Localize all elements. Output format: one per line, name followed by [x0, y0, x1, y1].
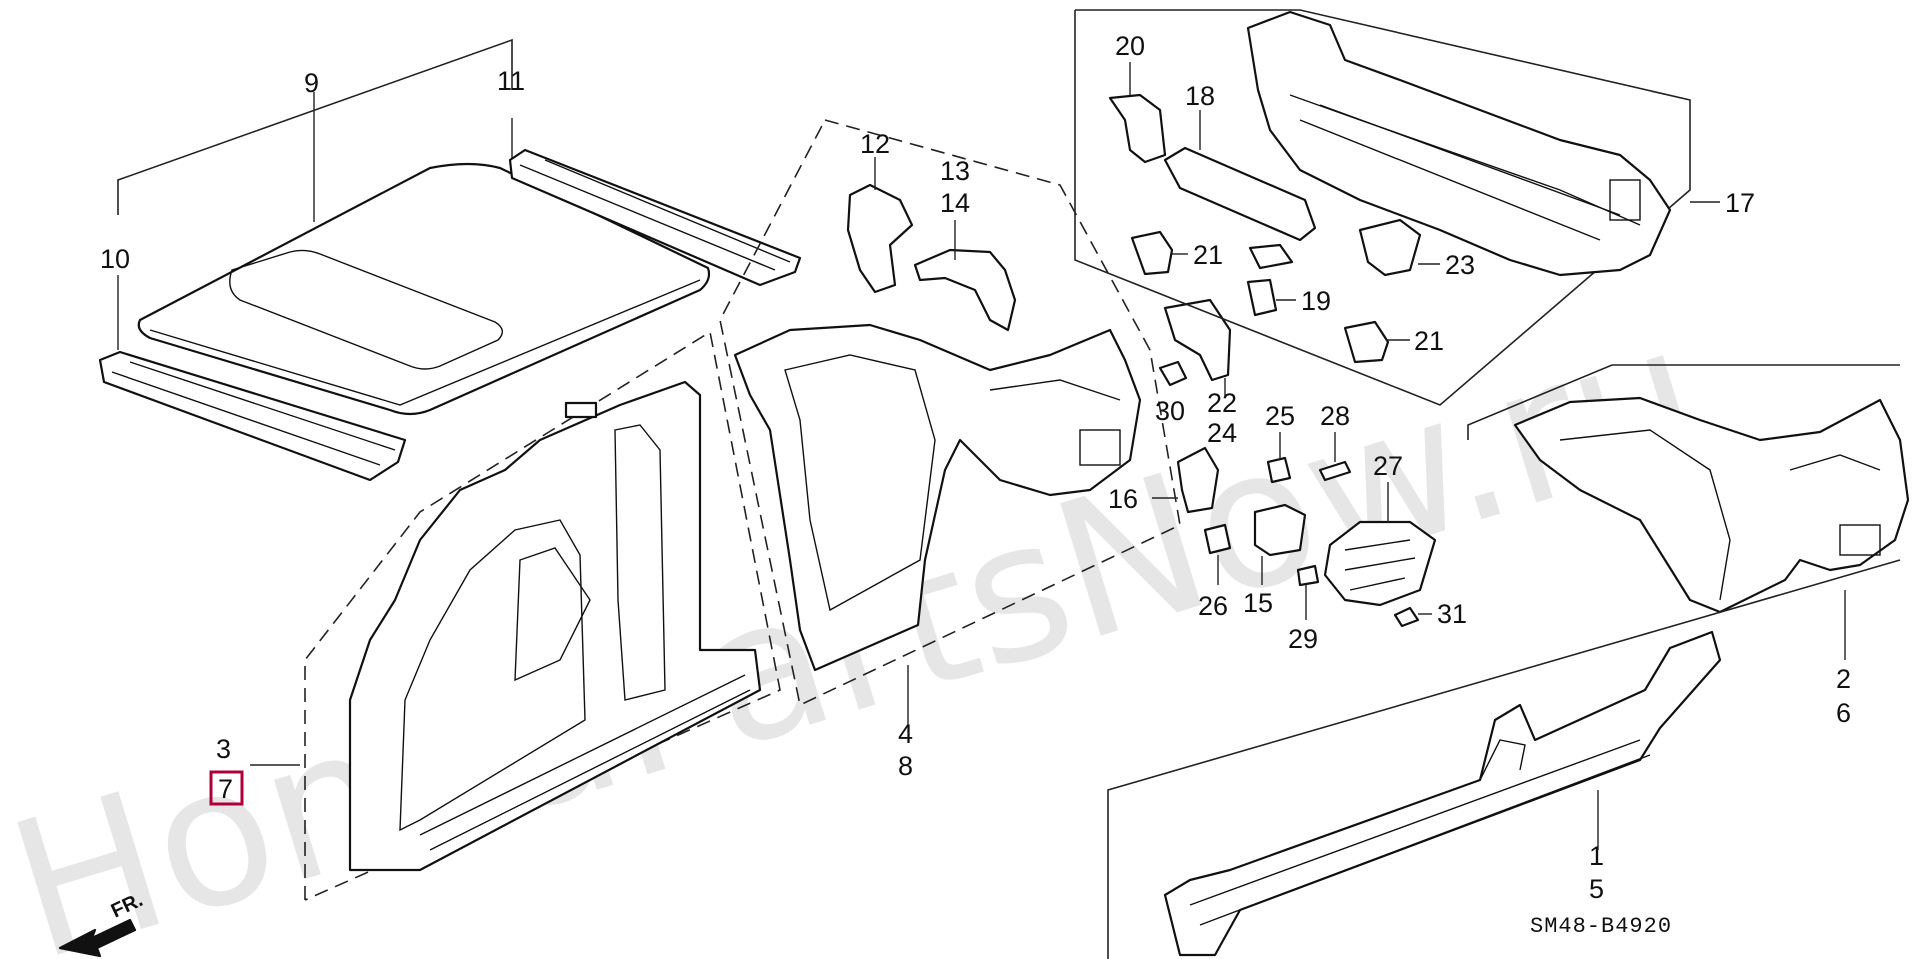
- side-sill[interactable]: [1163, 630, 1722, 957]
- callout-labels: 9 11 10 12 13 14 20 18 17 21 23 19 21 30…: [100, 31, 1851, 904]
- callout-13[interactable]: 13: [940, 156, 970, 186]
- callout-15[interactable]: 15: [1243, 588, 1273, 618]
- part-20-bracket[interactable]: [1108, 93, 1167, 164]
- callout-27[interactable]: 27: [1373, 451, 1403, 481]
- callout-11[interactable]: 11: [497, 66, 525, 96]
- pillar-tab: [564, 401, 598, 419]
- part-13-14-bracket[interactable]: [913, 248, 1017, 332]
- part-19-clip[interactable]: [1246, 278, 1278, 317]
- inner-panel-group: [250, 330, 781, 901]
- part-15-pad[interactable]: [1253, 503, 1307, 557]
- callout-18[interactable]: 18: [1185, 81, 1215, 111]
- quarter-inner-panel[interactable]: [733, 323, 1142, 672]
- part-18-bracket[interactable]: [1163, 146, 1317, 242]
- callout-21-lower[interactable]: 21: [1414, 326, 1444, 356]
- part-21-upper[interactable]: [1130, 230, 1174, 276]
- highlight-box: [209, 770, 244, 806]
- callout-2[interactable]: 2: [1836, 664, 1851, 694]
- callout-10[interactable]: 10: [100, 244, 130, 274]
- callout-17[interactable]: 17: [1725, 188, 1755, 218]
- part-19-clip-top[interactable]: [1248, 243, 1294, 270]
- callout-20[interactable]: 20: [1115, 31, 1145, 61]
- roof-group: [98, 38, 802, 482]
- callout-25[interactable]: 25: [1265, 401, 1295, 431]
- part-30-bolt[interactable]: [1158, 360, 1188, 387]
- callout-21-upper[interactable]: 21: [1193, 240, 1223, 270]
- callout-8[interactable]: 8: [898, 751, 913, 781]
- rear-panel[interactable]: [1246, 10, 1672, 277]
- callout-6[interactable]: 6: [1836, 698, 1851, 728]
- rear-roof-rail[interactable]: [508, 148, 802, 287]
- front-roof-rail[interactable]: [98, 350, 407, 482]
- part-23-bracket[interactable]: [1358, 218, 1422, 277]
- callout-24[interactable]: 24: [1207, 418, 1237, 448]
- callout-31[interactable]: 31: [1437, 599, 1467, 629]
- callout-14[interactable]: 14: [940, 188, 970, 218]
- callout-26[interactable]: 26: [1198, 591, 1228, 621]
- callout-1[interactable]: 1: [1589, 841, 1604, 871]
- callout-4[interactable]: 4: [898, 719, 913, 749]
- small-parts-group: [1203, 432, 1437, 628]
- rear-panel-group: [1074, 9, 1720, 406]
- sunroof-opening: [229, 249, 503, 370]
- part-31-bolt[interactable]: [1393, 606, 1420, 628]
- inner-side-panel[interactable]: [348, 380, 762, 872]
- roof-panel[interactable]: [137, 162, 711, 416]
- front-arrow-icon: [58, 918, 137, 958]
- callout-5[interactable]: 5: [1589, 874, 1604, 904]
- callout-23[interactable]: 23: [1445, 250, 1475, 280]
- callout-16[interactable]: 16: [1108, 484, 1138, 514]
- part-28-bolt[interactable]: [1318, 460, 1352, 482]
- part-21-lower[interactable]: [1343, 320, 1390, 364]
- callout-22[interactable]: 22: [1207, 388, 1237, 418]
- part-26-clip[interactable]: [1203, 523, 1232, 555]
- callout-12[interactable]: 12: [860, 129, 890, 159]
- callout-29[interactable]: 29: [1288, 624, 1318, 654]
- callout-19[interactable]: 19: [1301, 286, 1331, 316]
- outer-quarter-panel[interactable]: [1513, 396, 1910, 614]
- door-opening: [399, 519, 586, 832]
- callout-3[interactable]: 3: [216, 734, 231, 764]
- part-22-24-bracket[interactable]: [1163, 298, 1232, 382]
- sill-group: [1107, 559, 1901, 959]
- callout-7[interactable]: 7: [218, 774, 233, 804]
- diagram-code: SM48-B4920: [1530, 914, 1672, 939]
- part-12-bracket[interactable]: [846, 183, 914, 294]
- part-16-bracket[interactable]: [1176, 446, 1220, 514]
- part-29-clip[interactable]: [1296, 564, 1320, 587]
- quarter-inner-group: [719, 119, 1232, 725]
- callout-30[interactable]: 30: [1155, 396, 1185, 426]
- outer-quarter-group: [1467, 364, 1910, 660]
- callout-28[interactable]: 28: [1320, 401, 1350, 431]
- part-25-clip[interactable]: [1266, 456, 1292, 484]
- callout-9[interactable]: 9: [304, 68, 319, 98]
